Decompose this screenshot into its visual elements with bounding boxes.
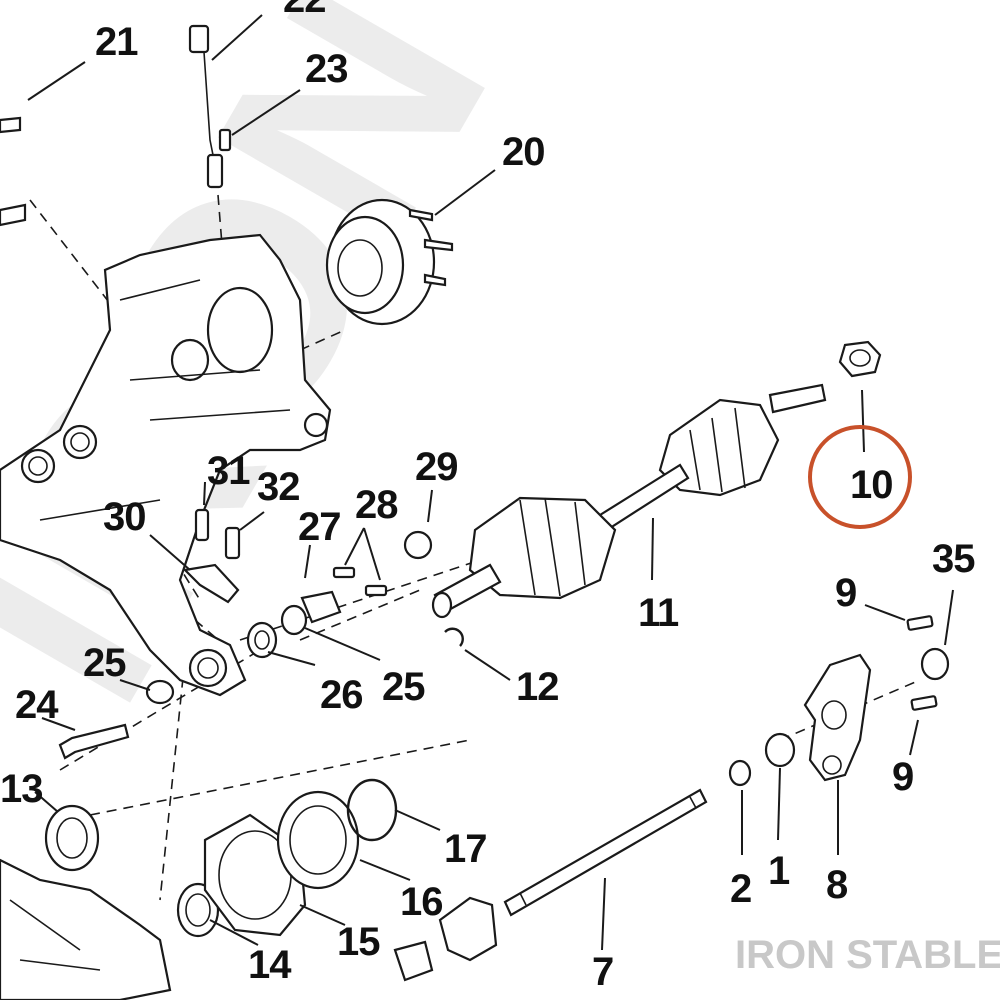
small-hardware: [58, 508, 433, 760]
callout-20: 20: [502, 130, 545, 174]
wheel-speed-sensor: [188, 24, 224, 189]
callout-30: 30: [103, 495, 146, 539]
callout-32: 32: [257, 465, 300, 509]
callout-1: 1: [768, 849, 790, 893]
bearings-seals: [44, 778, 498, 982]
callout-24: 24: [15, 683, 59, 727]
callout-9-upper: 9: [835, 571, 856, 615]
intermediate-shaft: [503, 788, 708, 917]
callout-14: 14: [248, 943, 292, 987]
callout-25-left: 25: [83, 641, 126, 685]
callout-9-lower: 9: [892, 755, 913, 799]
callout-17: 17: [444, 827, 487, 871]
callout-16: 16: [400, 880, 443, 924]
callout-29: 29: [415, 445, 458, 489]
callout-28: 28: [355, 483, 398, 527]
callout-12: 12: [516, 665, 559, 709]
callout-labels: 21 22 23 20 10 29 31 32 30 27 28 11 35 9…: [0, 0, 976, 994]
callout-11: 11: [638, 591, 679, 635]
callout-10: 10: [850, 463, 893, 507]
callout-13: 13: [0, 767, 43, 811]
callout-31: 31: [207, 449, 250, 493]
bolt-23: [218, 128, 232, 152]
callout-15: 15: [337, 920, 380, 964]
callout-26: 26: [320, 673, 363, 717]
leader-lines: [27, 14, 954, 951]
callout-2: 2: [730, 867, 751, 911]
callout-21: 21: [95, 20, 138, 64]
callout-35: 35: [932, 537, 975, 581]
callout-25-right: 25: [382, 665, 425, 709]
highlight-ring: [808, 425, 912, 529]
callout-7: 7: [592, 950, 613, 994]
drive-shaft: [431, 383, 827, 619]
callout-27: 27: [298, 505, 341, 549]
callout-8: 8: [826, 863, 848, 907]
axle-nut: [838, 340, 882, 378]
subframe: [0, 116, 332, 697]
brand-logo-text: IRON STABLE: [735, 933, 1000, 977]
hub-bearing: [325, 198, 454, 326]
callout-23: 23: [305, 47, 348, 91]
callout-22: 22: [283, 0, 326, 21]
circlip: [444, 627, 464, 647]
differential-housing: [0, 858, 172, 1000]
bracket-assembly: [728, 615, 950, 787]
